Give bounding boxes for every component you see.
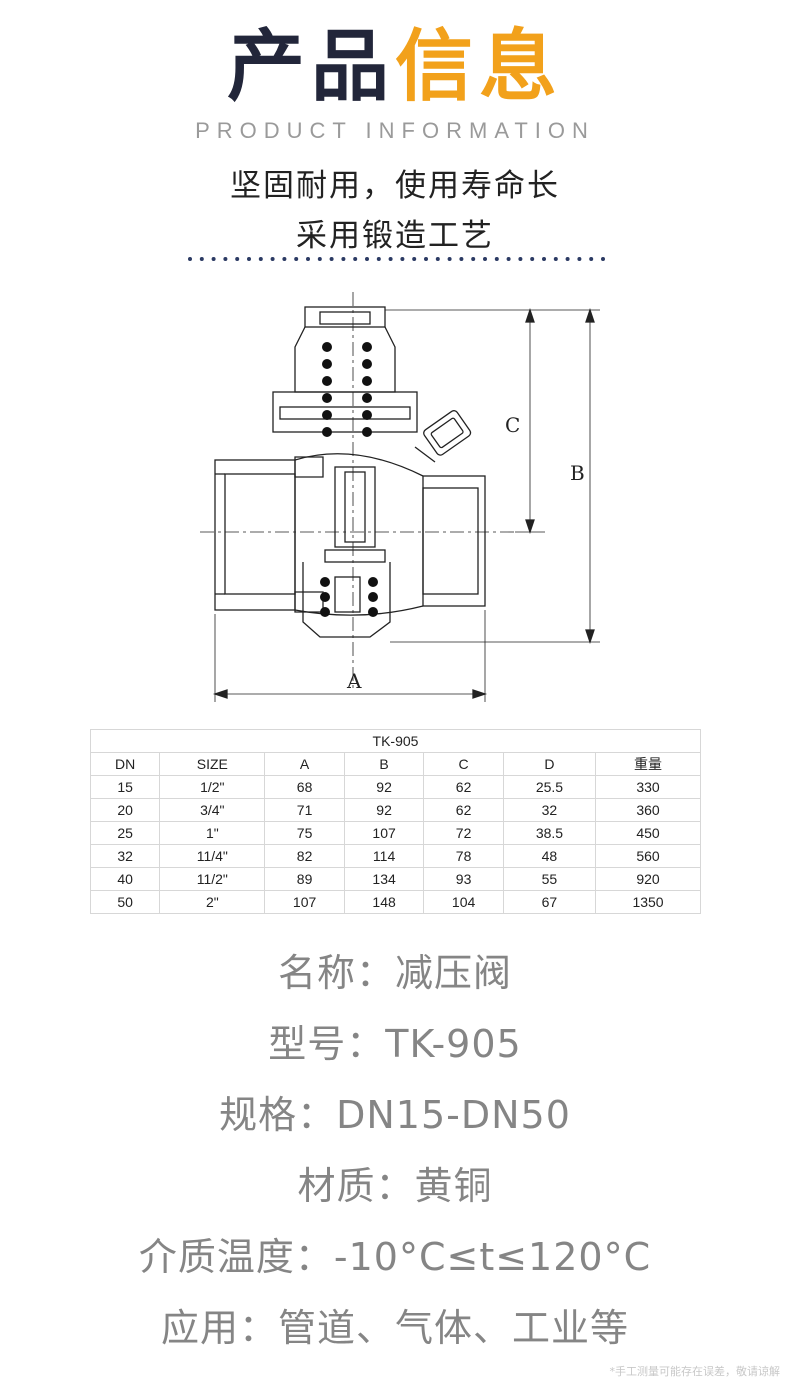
table-cell: 11/2" <box>159 867 266 891</box>
info-application: 应用：管道、气体、工业等 <box>160 1306 629 1350</box>
dimension-label-b: B <box>570 461 585 485</box>
table-cell: 3/4" <box>159 798 266 822</box>
table-cell: 82 <box>264 844 345 868</box>
table-cell: 25.5 <box>502 775 597 799</box>
table-cell: 920 <box>595 867 701 891</box>
table-cell: 2" <box>159 890 266 914</box>
table-header-cell: SIZE <box>159 752 266 776</box>
table-cell: 32 <box>89 844 161 868</box>
table-header-cell: C <box>423 752 504 776</box>
table-cell: 93 <box>423 867 504 891</box>
table-cell: 50 <box>89 890 161 914</box>
table-caption-row: TK-905 <box>90 729 701 753</box>
title-part-2: 信息 <box>395 22 564 112</box>
table-cell: 38.5 <box>502 821 597 845</box>
table-cell: 32 <box>502 798 597 822</box>
table-header-cell: 重量 <box>595 752 701 776</box>
table-cell: 148 <box>343 890 425 914</box>
table-cell: 48 <box>502 844 597 868</box>
table-cell: 62 <box>423 798 504 822</box>
table-cell: 62 <box>423 775 504 799</box>
tagline-1: 坚固耐用，使用寿命长 <box>230 168 560 204</box>
table-cell: 55 <box>502 867 597 891</box>
table-cell: 15 <box>89 775 161 799</box>
page-title: 产品信息 <box>0 22 790 112</box>
table-caption: TK-905 <box>90 729 701 753</box>
info-temperature: 介质温度：-10°C≤t≤120°C <box>138 1235 652 1279</box>
table-cell: 71 <box>264 798 345 822</box>
footnote: *手工测量可能存在误差，敬请谅解 <box>609 1365 781 1378</box>
table-cell: 89 <box>264 867 345 891</box>
table-cell: 20 <box>89 798 161 822</box>
table-header-row: DN SIZE A B C D 重量 <box>89 752 701 776</box>
table-cell: 68 <box>264 775 345 799</box>
info-spec: 规格：DN15-DN50 <box>219 1093 571 1137</box>
info-material: 材质：黄铜 <box>297 1164 493 1208</box>
table-cell: 450 <box>595 821 701 845</box>
table-cell: 75 <box>264 821 345 845</box>
table-cell: 92 <box>343 775 425 799</box>
info-model: 型号：TK-905 <box>268 1022 522 1066</box>
dotted-divider <box>188 257 605 261</box>
dimension-label-c: C <box>505 413 520 437</box>
title-part-1: 产品 <box>226 22 395 112</box>
table-cell: 25 <box>89 821 161 845</box>
table-cell: 107 <box>264 890 345 914</box>
table-cell: 72 <box>423 821 504 845</box>
table-cell: 40 <box>89 867 161 891</box>
table-cell: 104 <box>423 890 504 914</box>
table-cell: 107 <box>343 821 425 845</box>
table-cell: 11/4" <box>159 844 266 868</box>
info-name: 名称：减压阀 <box>277 951 512 995</box>
tagline-2: 采用锻造工艺 <box>296 218 494 254</box>
table-cell: 78 <box>423 844 504 868</box>
table-cell: 330 <box>595 775 701 799</box>
table-cell: 67 <box>502 890 597 914</box>
table-cell: 560 <box>595 844 701 868</box>
dimension-label-a: A <box>346 669 362 693</box>
table-cell: 1" <box>159 821 266 845</box>
table-cell: 360 <box>595 798 701 822</box>
table-cell: 1350 <box>595 890 701 914</box>
table-header-cell: B <box>343 752 425 776</box>
table-cell: 1/2" <box>159 775 266 799</box>
table-cell: 92 <box>343 798 425 822</box>
table-header-cell: DN <box>89 752 161 776</box>
table-cell: 134 <box>343 867 425 891</box>
table-cell: 114 <box>343 844 425 868</box>
table-header-cell: D <box>502 752 597 776</box>
table-header-cell: A <box>264 752 345 776</box>
valve-technical-drawing: A C B <box>200 292 600 702</box>
page-subtitle: PRODUCT INFORMATION <box>195 118 595 143</box>
